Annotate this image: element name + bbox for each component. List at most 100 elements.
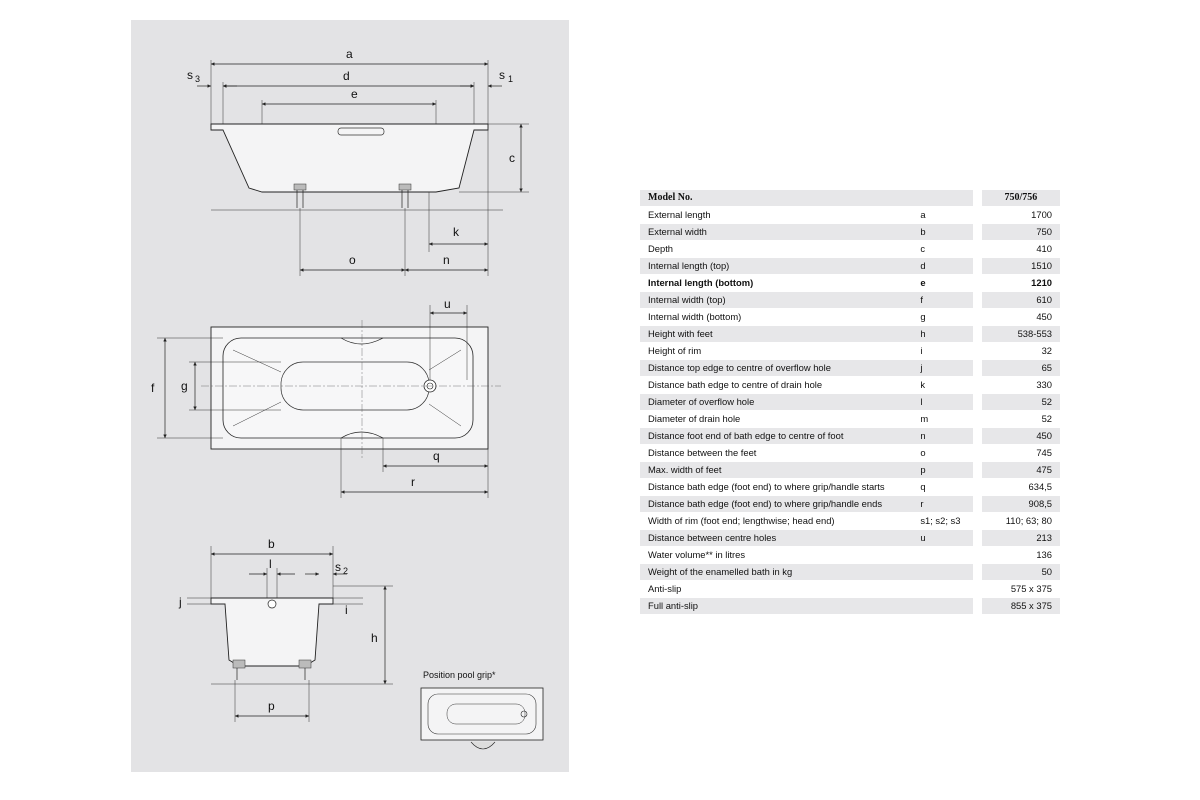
dim-label-q: q bbox=[433, 449, 440, 463]
row-value: 1510 bbox=[981, 258, 1060, 275]
row-label: Width of rim (foot end; lengthwise; head… bbox=[640, 513, 917, 530]
dim-label-e: e bbox=[351, 87, 358, 101]
row-symbol: n bbox=[916, 428, 973, 445]
row-value: 450 bbox=[981, 309, 1060, 326]
row-value: 1210 bbox=[981, 275, 1060, 292]
row-symbol: r bbox=[916, 496, 973, 513]
table-row: Internal length (bottom)e 1210 bbox=[640, 275, 1060, 292]
table-row: Full anti-slip 855 x 375 bbox=[640, 598, 1060, 615]
row-symbol: b bbox=[916, 224, 973, 241]
table-row: Distance foot end of bath edge to centre… bbox=[640, 428, 1060, 445]
column-gap bbox=[972, 598, 982, 615]
dim-label-c: c bbox=[509, 151, 515, 165]
table-header-row: Model No.750/756 bbox=[640, 190, 1060, 207]
row-symbol bbox=[916, 564, 973, 581]
column-gap bbox=[972, 190, 982, 207]
row-label: Full anti-slip bbox=[640, 598, 917, 615]
row-value: 110; 63; 80 bbox=[981, 513, 1060, 530]
row-label: Distance bath edge (foot end) to where g… bbox=[640, 479, 917, 496]
row-symbol: i bbox=[916, 343, 973, 360]
column-gap bbox=[972, 445, 982, 462]
row-label: External width bbox=[640, 224, 917, 241]
row-symbol: j bbox=[916, 360, 973, 377]
header-symbol bbox=[916, 190, 973, 207]
row-symbol: k bbox=[916, 377, 973, 394]
row-symbol: u bbox=[916, 530, 973, 547]
row-symbol: d bbox=[916, 258, 973, 275]
table-row: Width of rim (foot end; lengthwise; head… bbox=[640, 513, 1060, 530]
row-value: 65 bbox=[981, 360, 1060, 377]
row-value: 750 bbox=[981, 224, 1060, 241]
row-symbol: g bbox=[916, 309, 973, 326]
row-label: Distance top edge to centre of overflow … bbox=[640, 360, 917, 377]
dim-label-s2: s bbox=[335, 560, 341, 574]
row-value: 855 x 375 bbox=[981, 598, 1060, 615]
dim-label-s1-sub: 1 bbox=[508, 74, 513, 84]
row-label: Internal length (top) bbox=[640, 258, 917, 275]
column-gap bbox=[972, 394, 982, 411]
end-view: b l s 2 j i bbox=[178, 537, 393, 722]
row-label: Weight of the enamelled bath in kg bbox=[640, 564, 917, 581]
side-view: a d s 3 s 1 e bbox=[187, 47, 529, 276]
row-value: 52 bbox=[981, 411, 1060, 428]
row-label: Distance bath edge (foot end) to where g… bbox=[640, 496, 917, 513]
dim-label-r: r bbox=[411, 475, 415, 489]
dim-label-f: f bbox=[151, 381, 155, 395]
column-gap bbox=[972, 207, 982, 224]
row-label: Internal width (bottom) bbox=[640, 309, 917, 326]
column-gap bbox=[972, 462, 982, 479]
table-row: Distance bath edge (foot end) to where g… bbox=[640, 479, 1060, 496]
dim-label-g: g bbox=[181, 379, 188, 393]
technical-drawing-panel: a d s 3 s 1 e bbox=[131, 20, 569, 772]
row-symbol: e bbox=[916, 275, 973, 292]
column-gap bbox=[972, 275, 982, 292]
row-label: Diameter of drain hole bbox=[640, 411, 917, 428]
dim-label-p: p bbox=[268, 699, 275, 713]
row-label: Distance between centre holes bbox=[640, 530, 917, 547]
column-gap bbox=[972, 479, 982, 496]
column-gap bbox=[972, 343, 982, 360]
row-value: 908,5 bbox=[981, 496, 1060, 513]
row-symbol bbox=[916, 547, 973, 564]
dim-label-j: j bbox=[178, 595, 182, 609]
row-value: 52 bbox=[981, 394, 1060, 411]
row-label: Anti-slip bbox=[640, 581, 917, 598]
dim-label-h: h bbox=[371, 631, 378, 645]
row-symbol: m bbox=[916, 411, 973, 428]
row-label: Max. width of feet bbox=[640, 462, 917, 479]
dim-label-n: n bbox=[443, 253, 450, 267]
column-gap bbox=[972, 411, 982, 428]
column-gap bbox=[972, 377, 982, 394]
column-gap bbox=[972, 547, 982, 564]
row-value: 32 bbox=[981, 343, 1060, 360]
row-symbol: l bbox=[916, 394, 973, 411]
table-row: Internal width (bottom)g 450 bbox=[640, 309, 1060, 326]
row-symbol: p bbox=[916, 462, 973, 479]
row-value: 1700 bbox=[981, 207, 1060, 224]
top-view: f g u q r bbox=[151, 297, 501, 498]
dim-label-s3-sub: 3 bbox=[195, 74, 200, 84]
row-symbol: h bbox=[916, 326, 973, 343]
dim-label-a: a bbox=[346, 47, 353, 61]
table-row: Anti-slip 575 x 375 bbox=[640, 581, 1060, 598]
row-value: 475 bbox=[981, 462, 1060, 479]
row-label: External length bbox=[640, 207, 917, 224]
table-row: Internal length (top)d 1510 bbox=[640, 258, 1060, 275]
row-value: 330 bbox=[981, 377, 1060, 394]
row-label: Height with feet bbox=[640, 326, 917, 343]
dim-label-l: l bbox=[269, 557, 272, 571]
dim-label-i: i bbox=[345, 603, 348, 617]
row-label: Internal length (bottom) bbox=[640, 275, 917, 292]
row-value: 575 x 375 bbox=[981, 581, 1060, 598]
row-value: 634,5 bbox=[981, 479, 1060, 496]
